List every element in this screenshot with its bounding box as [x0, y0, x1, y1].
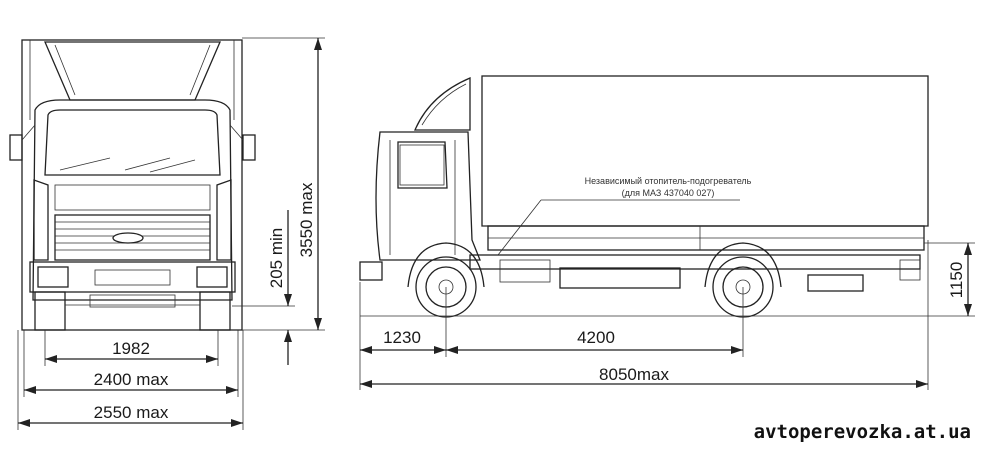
ground-clearance-label: 205 min: [267, 228, 286, 288]
watermark-text: avtoperevozka.at.ua: [754, 421, 971, 443]
width-total-label: 2550 max: [94, 403, 169, 422]
heater-annotation-line2: (для МАЗ 437040 027): [622, 188, 715, 198]
track-front-label: 1982: [112, 339, 150, 358]
front-dimensions: [17, 37, 325, 430]
side-dimensions: [359, 240, 975, 390]
width-body-label: 2400 max: [94, 370, 169, 389]
wheelbase-label: 4200: [577, 328, 615, 347]
heater-annotation-line1: Независимый отопитель-подогреватель: [585, 176, 752, 186]
height-total-label: 3550 max: [297, 182, 316, 257]
platform-height-label: 1150: [947, 262, 966, 299]
truck-side-view: [359, 75, 929, 318]
length-total-label: 8050max: [599, 365, 669, 384]
truck-front-view: [9, 39, 256, 331]
front-overhang-label: 1230: [383, 328, 421, 347]
